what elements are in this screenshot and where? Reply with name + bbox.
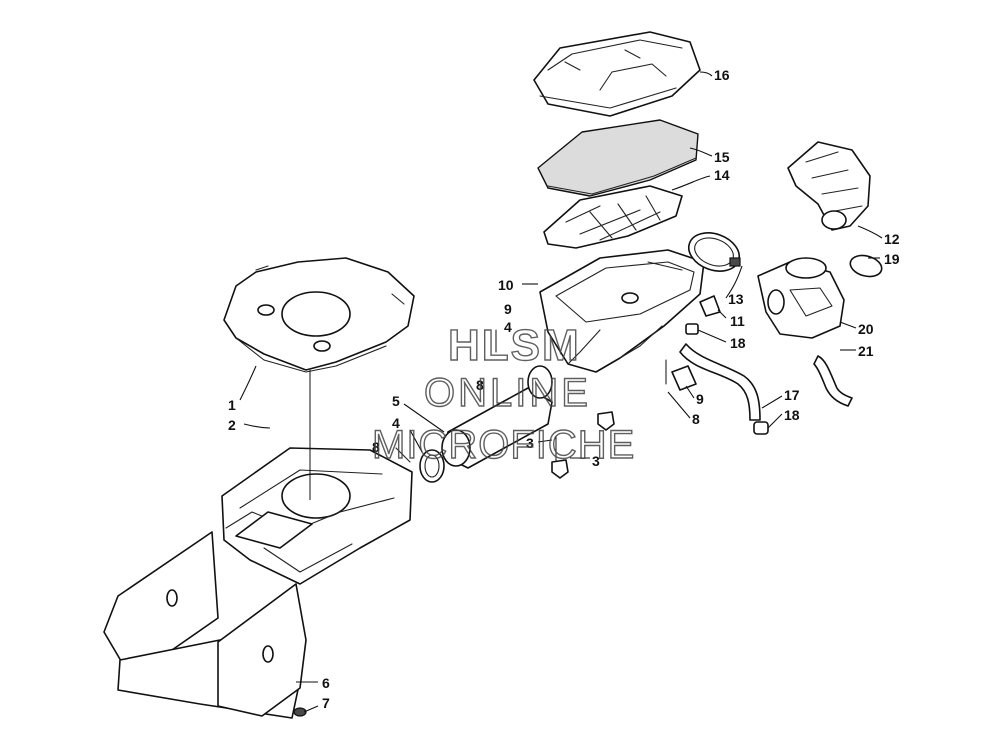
- callout-6: 6: [322, 675, 330, 691]
- assembly-lines: [309, 370, 557, 500]
- part-9-clips: [671, 365, 697, 391]
- callout-5: 5: [392, 393, 400, 409]
- part-5-intake-duct: [441, 365, 553, 469]
- callout-8-mid: 8: [476, 377, 484, 393]
- part-8-screws: [395, 329, 667, 463]
- watermark-line-2: ONLINE: [424, 371, 591, 415]
- part-2-lower-airbox: [221, 447, 413, 585]
- callout-3-right: 3: [592, 453, 600, 469]
- part-14-filter-cage: [543, 185, 683, 249]
- callout-17: 17: [784, 387, 800, 403]
- callout-8-left: 8: [372, 439, 380, 455]
- part-17-hose: [679, 343, 761, 421]
- callout-13: 13: [728, 291, 744, 307]
- part-12-intake-boot: [787, 141, 871, 231]
- watermark-line-3: MICROFICHE: [372, 423, 635, 467]
- part-1-lid-plate: [223, 257, 415, 373]
- part-19-clamp: [849, 254, 883, 278]
- part-20-carburetor: [757, 257, 845, 339]
- callout-1: 1: [228, 397, 236, 413]
- callout-10: 10: [498, 277, 514, 293]
- part-10-airbox-housing: [539, 249, 705, 373]
- callouts: 16 15 14 10 12 19 13 11 20 21 18 17 18 9…: [228, 67, 900, 711]
- callout-20: 20: [858, 321, 874, 337]
- callout-7: 7: [322, 695, 330, 711]
- callout-9-left: 9: [504, 301, 512, 317]
- part-4-clamp-lower: [419, 449, 445, 483]
- part-7-nut: [293, 707, 307, 717]
- callout-18-lower: 18: [784, 407, 800, 423]
- watermark: HLSM ONLINE MICROFICHE: [371, 320, 635, 467]
- part-11-bracket: [699, 295, 721, 317]
- callout-11: 11: [730, 313, 745, 329]
- part-6-heat-shield: [103, 531, 307, 719]
- callout-16: 16: [714, 67, 730, 83]
- callout-2: 2: [228, 417, 236, 433]
- callout-8-right: 8: [692, 411, 700, 427]
- callout-18-upper: 18: [730, 335, 746, 351]
- leader-lines: [239, 71, 883, 713]
- callout-4-upper: 4: [504, 319, 512, 335]
- part-3-grommets: [551, 411, 615, 479]
- callout-19: 19: [884, 251, 900, 267]
- part-16-airbox-cover: [533, 31, 701, 117]
- callout-15: 15: [714, 149, 730, 165]
- callout-21: 21: [858, 343, 874, 359]
- part-13-clamp: [688, 232, 741, 272]
- watermark-line-1: HLSM: [448, 321, 581, 370]
- callout-9-right: 9: [696, 391, 704, 407]
- callout-12: 12: [884, 231, 900, 247]
- callout-3-left: 3: [526, 435, 534, 451]
- part-21-drain-hose: [813, 355, 853, 407]
- callout-14: 14: [714, 167, 730, 183]
- callout-4-lower: 4: [392, 415, 400, 431]
- part-15-filter-element: [537, 119, 699, 197]
